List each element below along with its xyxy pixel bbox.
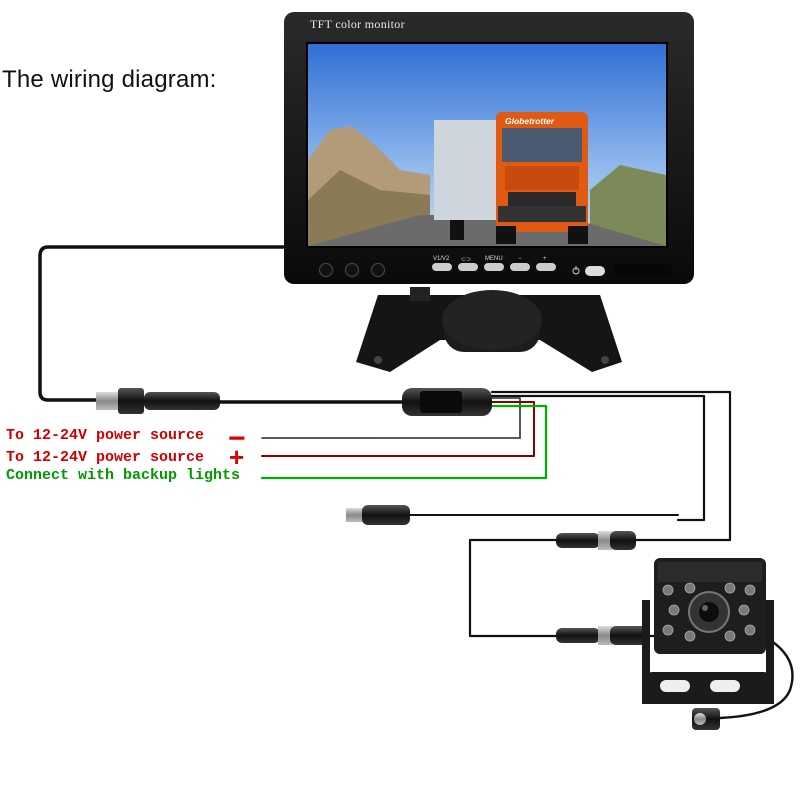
monitor-round-button-2[interactable]	[344, 262, 360, 278]
truck-brand-text: Globetrotter	[505, 116, 555, 126]
plus-sign-icon: +	[229, 442, 245, 472]
v1v2-label: V1/V2	[433, 256, 450, 262]
camera-connector-upper	[556, 531, 636, 550]
monitor-round-button-1[interactable]	[318, 262, 334, 278]
video-out-connector	[346, 505, 410, 525]
plus-button[interactable]	[536, 263, 556, 271]
backup-wire-branch	[490, 404, 548, 480]
diagram-heading: The wiring diagram:	[2, 66, 217, 93]
power-button[interactable]	[585, 266, 605, 276]
cable-splitter	[402, 388, 492, 416]
monitor-title: TFT color monitor	[310, 17, 405, 31]
tft-monitor	[284, 12, 694, 284]
menu-label: MENU	[485, 256, 503, 262]
plus-label: +	[543, 256, 547, 262]
monitor-cable	[38, 245, 292, 402]
minus-label: −	[518, 256, 522, 262]
screen-image	[308, 44, 666, 246]
monitor-round-button-3[interactable]	[370, 262, 386, 278]
cables	[38, 245, 794, 720]
mode-button[interactable]	[458, 263, 478, 271]
positive-wire-branch	[491, 401, 535, 457]
power-icon	[572, 266, 580, 275]
menu-button[interactable]	[484, 263, 504, 271]
backup-lights-label: Connect with backup lights	[6, 467, 241, 484]
minus-sign-icon: −	[228, 422, 246, 455]
aviation-connector-male	[96, 388, 220, 414]
minus-button[interactable]	[510, 263, 530, 271]
v1v2-button[interactable]	[432, 263, 452, 271]
camera-connector-lower	[556, 626, 648, 645]
monitor-stand	[356, 287, 622, 372]
backup-camera	[642, 558, 774, 730]
mode-label: ⊂⊃	[461, 257, 472, 263]
positive-power-label: To 12-24V power source	[6, 449, 205, 466]
negative-power-label: To 12-24V power source	[6, 427, 205, 444]
ir-receiver-window	[614, 264, 672, 276]
